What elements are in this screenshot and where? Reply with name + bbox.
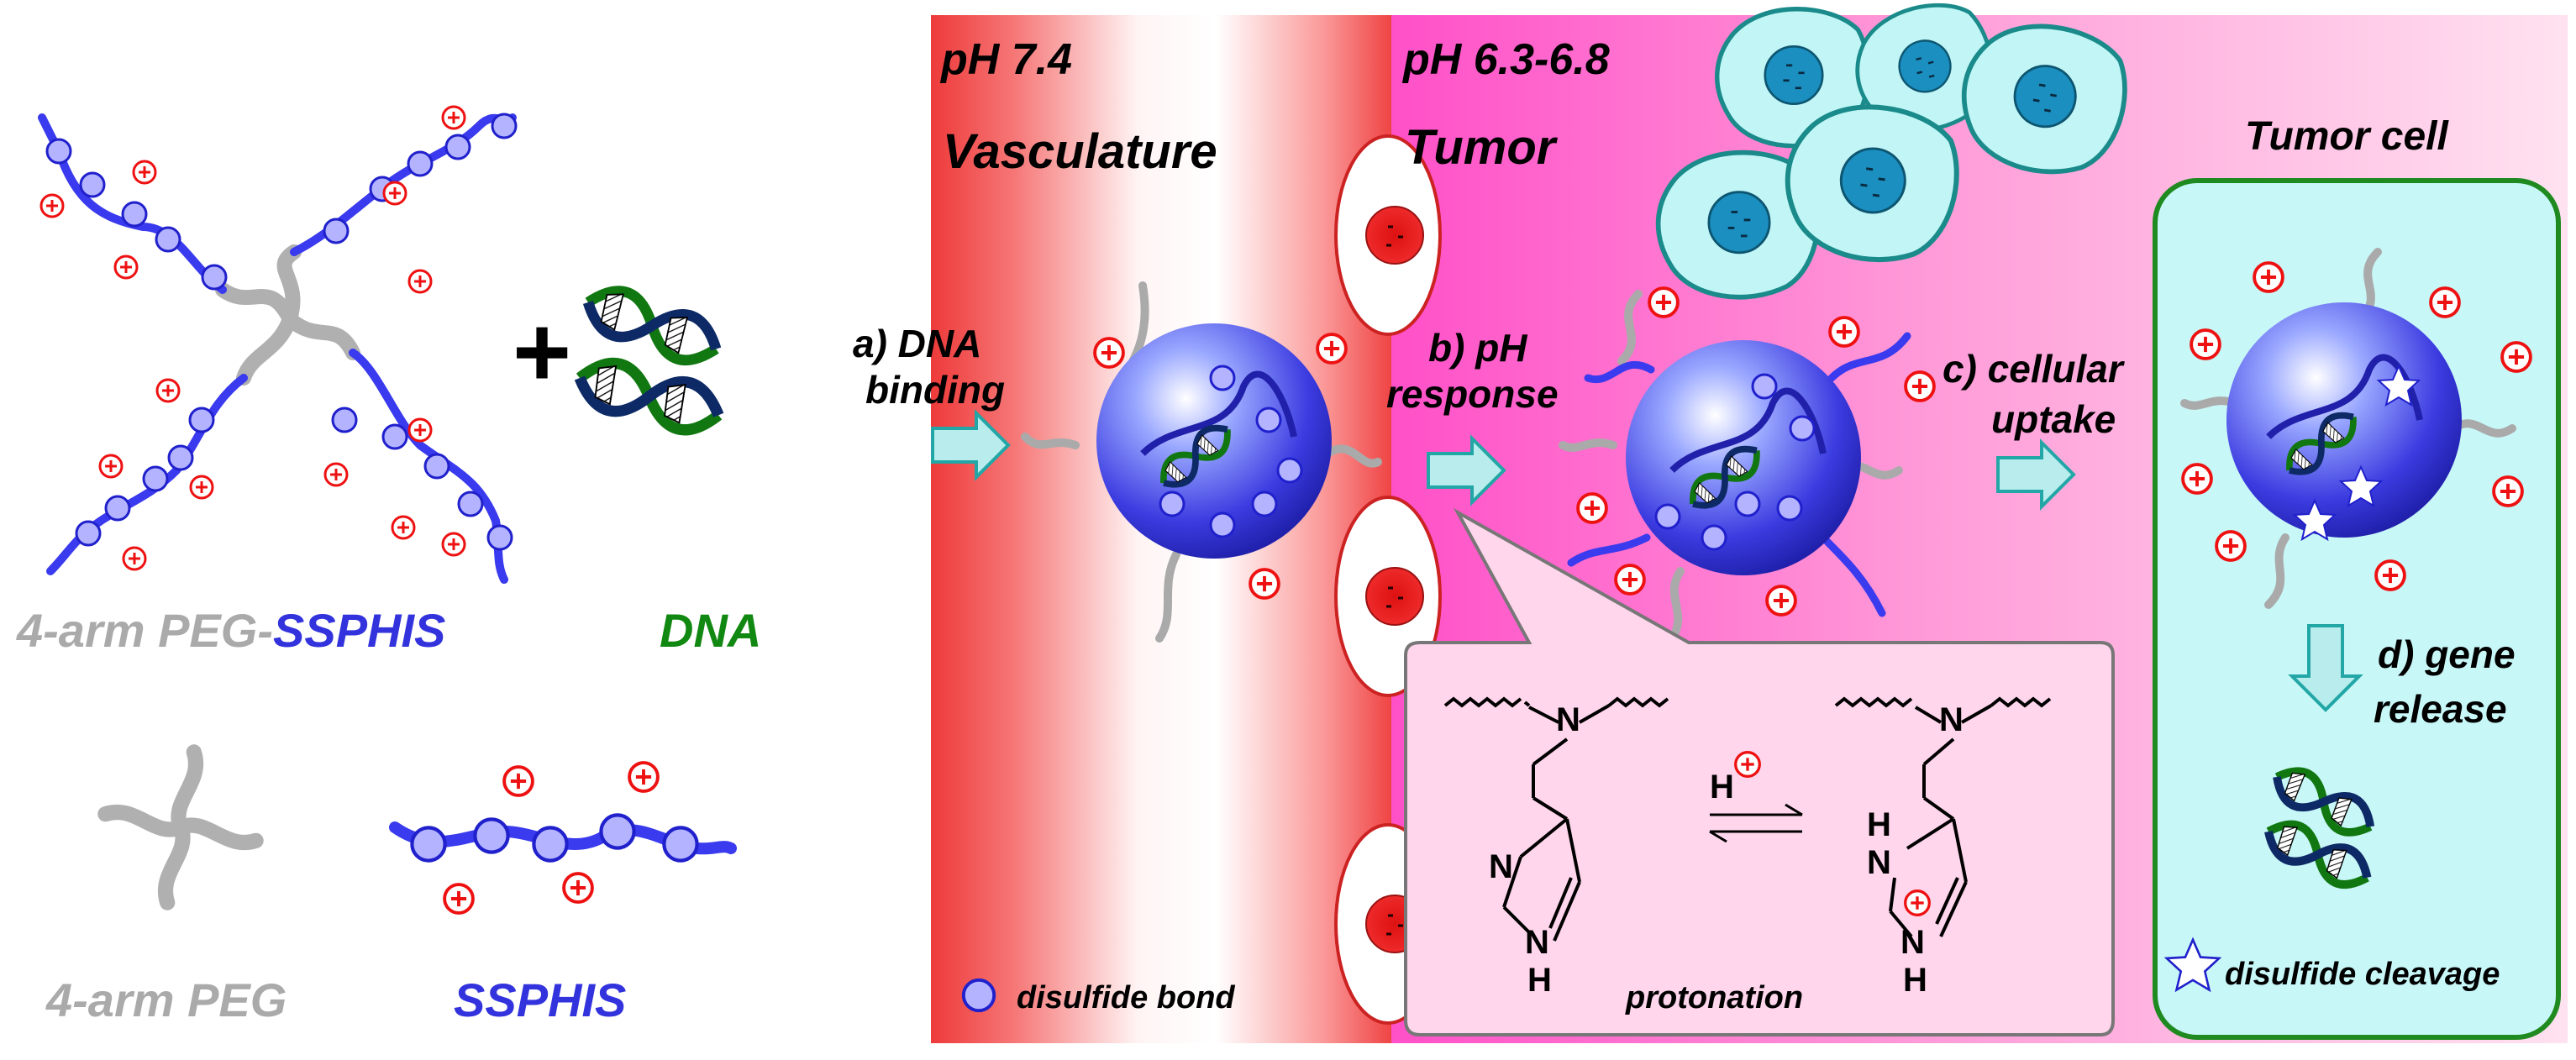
step-a-label-line2: binding: [865, 368, 1005, 412]
step-d-label-line2: release: [2374, 687, 2507, 731]
step-a-label-line1: a) DNA: [853, 322, 981, 365]
peg-ssphis-label-peg: 4-arm PEG-: [16, 604, 273, 657]
protonation-callout: [1404, 507, 2115, 1036]
step-b-label-line1: b) pH: [1428, 326, 1527, 370]
tumor-title: Tumor: [1405, 120, 1559, 175]
polyplex-tumor: [1559, 286, 1936, 643]
protonation-label: protonation: [1625, 980, 1803, 1015]
combine-symbol: +: [513, 296, 571, 408]
polyplex-vasculature: [1021, 281, 1382, 643]
legend-disulfide-bond: disulfide bond: [961, 978, 1235, 1015]
peg-ssphis-label-ssphis: SSPHIS: [273, 604, 445, 657]
vasculature-title: Vasculature: [943, 124, 1217, 179]
peg-label: 4-arm PEG: [45, 973, 287, 1026]
atom-n-ring-left-top: N: [1489, 848, 1513, 885]
atom-n-amine-right: N: [1939, 701, 1964, 738]
ring-charge-icon: [1904, 889, 1931, 916]
atom-n-ring-left-bottom: N: [1525, 924, 1549, 961]
atom-n-ring-right-top: N: [1867, 844, 1891, 881]
atom-h-ring-left: H: [1527, 962, 1552, 999]
ssphis-label: SSPHIS: [454, 973, 626, 1026]
atom-h-ring-right-top: H: [1867, 806, 1891, 843]
polyplex-tumor-cell: [2180, 248, 2532, 609]
atom-h-ring-right-bottom: H: [1903, 962, 1927, 999]
atom-n-amine-left: N: [1556, 701, 1580, 738]
proton-charge-icon: [1734, 751, 1761, 778]
step-c-label-line1: c) cellular: [1943, 347, 2125, 391]
tumor-cell-title: Tumor cell: [2245, 114, 2450, 159]
legend-disulfide-cleavage: disulfide cleavage: [2165, 938, 2500, 992]
tumor-ph-label: pH 6.3-6.8: [1401, 35, 1610, 84]
legend-disulfide-bond-text: disulfide bond: [1017, 980, 1235, 1015]
proton-label: H: [1710, 769, 1734, 805]
peg-icon: [92, 739, 270, 916]
atom-n-ring-right-bottom: N: [1900, 924, 1925, 961]
step-b-label-line2: response: [1386, 372, 1559, 416]
dna-icon: [574, 281, 725, 438]
step-d-label-line1: d) gene: [2378, 632, 2516, 676]
histidine-structure-neutral: [1443, 696, 1669, 942]
equilibrium-arrows-icon: [1709, 803, 1803, 843]
peg-ssphis-polymer-icon: [38, 105, 518, 584]
step-c-label-line2: uptake: [1991, 397, 2116, 441]
disulfide-bead-icon: [961, 978, 996, 1013]
peg-ssphis-label: 4-arm PEG-SSPHIS: [16, 604, 445, 657]
ssphis-icon: [389, 761, 737, 915]
histidine-structure-protonated: [1834, 696, 2052, 938]
dna-label: DNA: [660, 604, 761, 657]
vasculature-ph-label: pH 7.4: [939, 35, 1072, 84]
legend-disulfide-cleavage-text: disulfide cleavage: [2225, 957, 2500, 992]
